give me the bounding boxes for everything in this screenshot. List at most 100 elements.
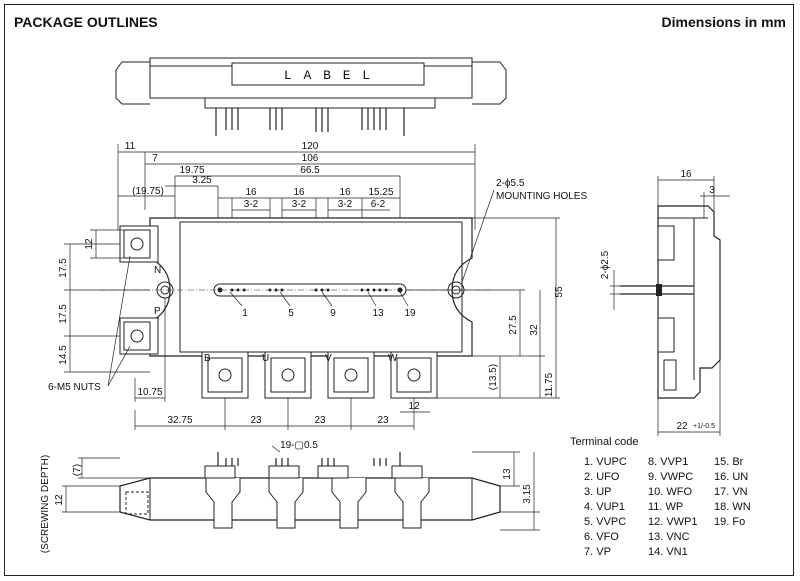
screwing-depth-label: (SCREWING DEPTH) (40, 455, 51, 553)
terminal-code-item: 11. WP (648, 501, 684, 513)
pin-5-label: 5 (288, 308, 294, 319)
dim-14-5: 14.5 (58, 345, 69, 365)
terminal-code-item: 2. UFO (584, 471, 620, 483)
dim-15-25: 15.25 (368, 187, 393, 198)
dim-32: 32 (529, 324, 540, 336)
mounting-holes-label: MOUNTING HOLES (496, 191, 587, 202)
terminal-v-label: V (325, 353, 332, 364)
terminal-code-item: 13. VNC (648, 531, 690, 543)
plan-leaders (107, 189, 495, 387)
dim-2-phi-2-5: 2-ϕ2.5 (600, 250, 611, 279)
terminal-u-label: U (262, 353, 269, 364)
front-terminals (205, 478, 430, 529)
terminal-w-label: W (388, 353, 398, 364)
terminal-code-item: 5. VVPC (584, 516, 627, 528)
dim-19-pin-square: 19-▢0.5 (280, 440, 318, 451)
dim-66-5: 66.5 (300, 165, 320, 176)
dim-6-2: 6-2 (371, 199, 386, 210)
top-left-tab (115, 61, 150, 105)
terminal-code-item: 14. VN1 (648, 546, 688, 558)
pin-19-label: 19 (404, 308, 416, 319)
top-side-view: L A B E L (115, 57, 507, 136)
terminal-code-item (714, 531, 780, 543)
nut-bottom (123, 321, 151, 351)
terminal-code-item: 4. VUP1 (584, 501, 625, 513)
dim-12-front: 12 (54, 494, 65, 506)
terminal-code-item: 12. VWP1 (648, 516, 698, 528)
dim-7-ref: (7) (72, 464, 83, 476)
mounting-holes-count: 2-ϕ5.5 (496, 178, 525, 189)
side-dimensions (610, 176, 730, 436)
dim-120: 120 (302, 141, 319, 152)
dim-22: 22 (676, 421, 688, 432)
dim-16-side: 16 (680, 169, 692, 180)
dim-13: 13 (502, 468, 513, 480)
dim-3-2-c: 3-2 (338, 199, 353, 210)
dim-12-terminal: 12 (408, 401, 420, 412)
side-view (620, 205, 721, 399)
dim-55: 55 (554, 286, 565, 298)
dim-13-5-ref: (13.5) (488, 364, 499, 390)
dim-3-25: 3.25 (192, 175, 212, 186)
nut-top (123, 229, 151, 259)
dim-3-side: 3 (709, 185, 715, 196)
terminal-code-item: 7. VP (584, 546, 611, 558)
dim-16-c: 16 (339, 187, 351, 198)
terminal-b-label: B (204, 353, 211, 364)
dim-3-15: 3.15 (522, 484, 533, 504)
terminal-code-item: 3. UP (584, 486, 612, 498)
pin-13-label: 13 (372, 308, 384, 319)
top-pin-block (204, 97, 436, 109)
dim-3-2-b: 3-2 (292, 199, 307, 210)
front-view (119, 452, 501, 529)
right-dimensions (406, 217, 560, 399)
dim-19-75-ref: (19.75) (132, 186, 164, 197)
terminal-code-title: Terminal code (570, 436, 639, 448)
dim-106: 106 (302, 153, 319, 164)
terminal-code-item: 15. Br (714, 456, 744, 468)
front-dimensions (62, 445, 540, 531)
plan-labels: 1 5 9 13 19 B U V W N P 2-ϕ5.5 MOUNTING … (48, 178, 587, 393)
dim-32-75: 32.75 (167, 415, 192, 426)
signal-pin-dots (217, 287, 403, 293)
dim-23-a: 23 (250, 415, 262, 426)
terminal-code-item: 9. VWPC (648, 471, 694, 483)
terminal-n-label: N (154, 265, 161, 276)
dim-23-c: 23 (377, 415, 389, 426)
dim-27-5: 27.5 (508, 315, 519, 335)
plan-inner (179, 221, 463, 353)
power-terminals (201, 351, 438, 399)
dim-12: 12 (84, 238, 95, 250)
nuts-label: 6-M5 NUTS (48, 382, 101, 393)
terminal-code-item: 8. VVP1 (648, 456, 689, 468)
dim-17-5-bottom: 17.5 (58, 304, 69, 324)
units-note: Dimensions in mm (661, 14, 786, 30)
terminal-code-item: 17. VN (714, 486, 748, 498)
front-pin-blocks (204, 465, 423, 479)
dim-11: 11 (125, 141, 136, 152)
front-nut-hidden (125, 491, 149, 515)
nut-top-hole (130, 237, 144, 251)
terminal-p-label: P (154, 306, 161, 317)
left-dimensions (64, 229, 430, 430)
nut-bottom-hole (130, 329, 144, 343)
terminal-code-list: 1. VUPC 8. VVP1 15. Br 2. UFO 9. VWPC 16… (584, 456, 780, 558)
side-power-terminal (663, 359, 677, 391)
pin-9-label: 9 (330, 308, 336, 319)
top-right-tab (472, 61, 507, 105)
dim-23-b: 23 (314, 415, 326, 426)
label-box (231, 62, 425, 86)
side-terminal-top (657, 225, 675, 261)
dim-16-a: 16 (245, 187, 257, 198)
page-title: PACKAGE OUTLINES (14, 14, 158, 30)
terminal-code-item: 16. UN (714, 471, 749, 483)
pin-1-label: 1 (242, 308, 248, 319)
terminal-code-item: 19. Fo (714, 516, 746, 528)
dim-3-2-a: 3-2 (244, 199, 259, 210)
side-dimension-texts: 16 3 2-ϕ2.5 22 +1/-0.5 (600, 169, 715, 432)
terminal-code-item: 1. VUPC (584, 456, 627, 468)
dim-19-75: 19.75 (179, 165, 204, 176)
side-terminal-bottom (657, 317, 675, 353)
top-pins (215, 108, 405, 136)
